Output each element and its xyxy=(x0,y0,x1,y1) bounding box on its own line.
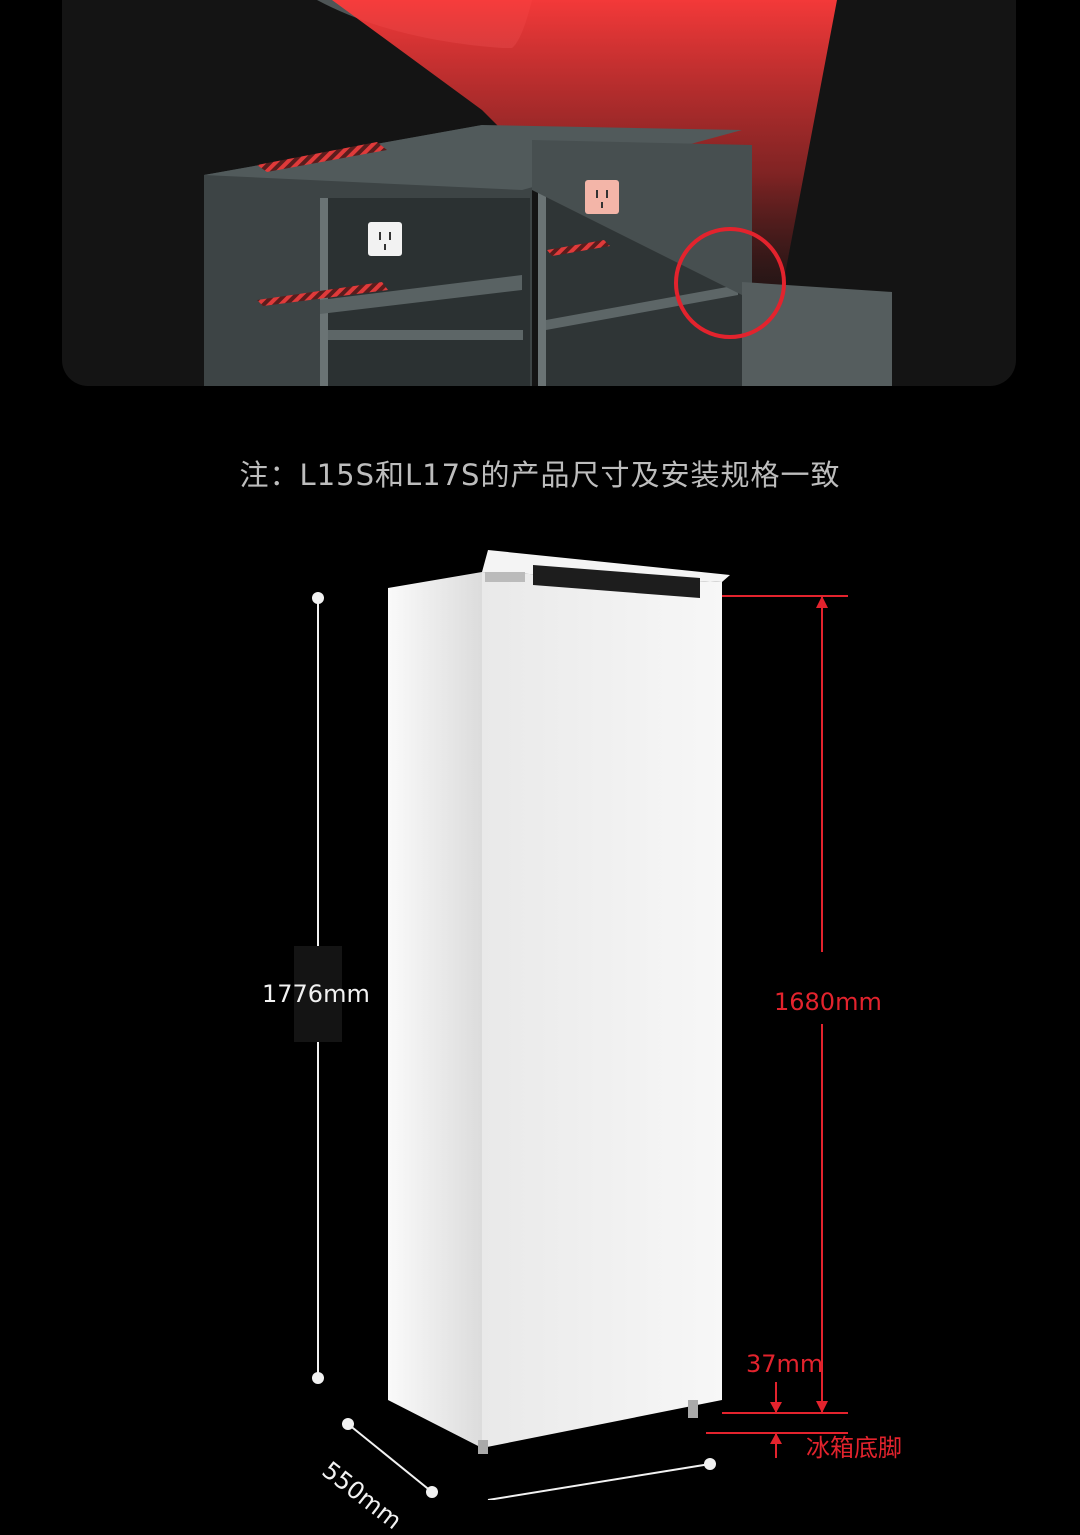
foot-label: 冰箱底脚 xyxy=(806,1434,902,1462)
fridge-front xyxy=(482,572,722,1448)
power-socket-icon xyxy=(368,222,402,256)
cabinet-illustration xyxy=(204,0,892,386)
depth-line xyxy=(342,1418,716,1500)
fridge-foot xyxy=(688,1400,698,1418)
fridge-side xyxy=(388,572,482,1448)
fridge-foot xyxy=(478,1440,488,1454)
door-height-line xyxy=(722,595,848,1414)
installation-illustration xyxy=(62,0,1016,386)
highlight-circle-icon xyxy=(674,227,786,339)
vent-top xyxy=(257,142,387,172)
vent-shelf-left xyxy=(257,282,388,306)
control-panel xyxy=(533,565,700,598)
door-height-label: 1680mm xyxy=(774,988,882,1016)
foot-height-label: 37mm xyxy=(746,1350,824,1378)
fridge-dimension-drawing: 1776mm 1680mm 37mm 冰箱底脚 550mm xyxy=(0,520,1080,1535)
fridge-illustration xyxy=(312,550,848,1500)
total-height-label: 1776mm xyxy=(262,980,370,1008)
power-socket-icon xyxy=(585,180,619,214)
foot-height-line xyxy=(706,1382,848,1458)
spec-note: 注：L15S和L17S的产品尺寸及安装规格一致 xyxy=(239,458,841,492)
vent-shelf-right xyxy=(547,240,610,256)
